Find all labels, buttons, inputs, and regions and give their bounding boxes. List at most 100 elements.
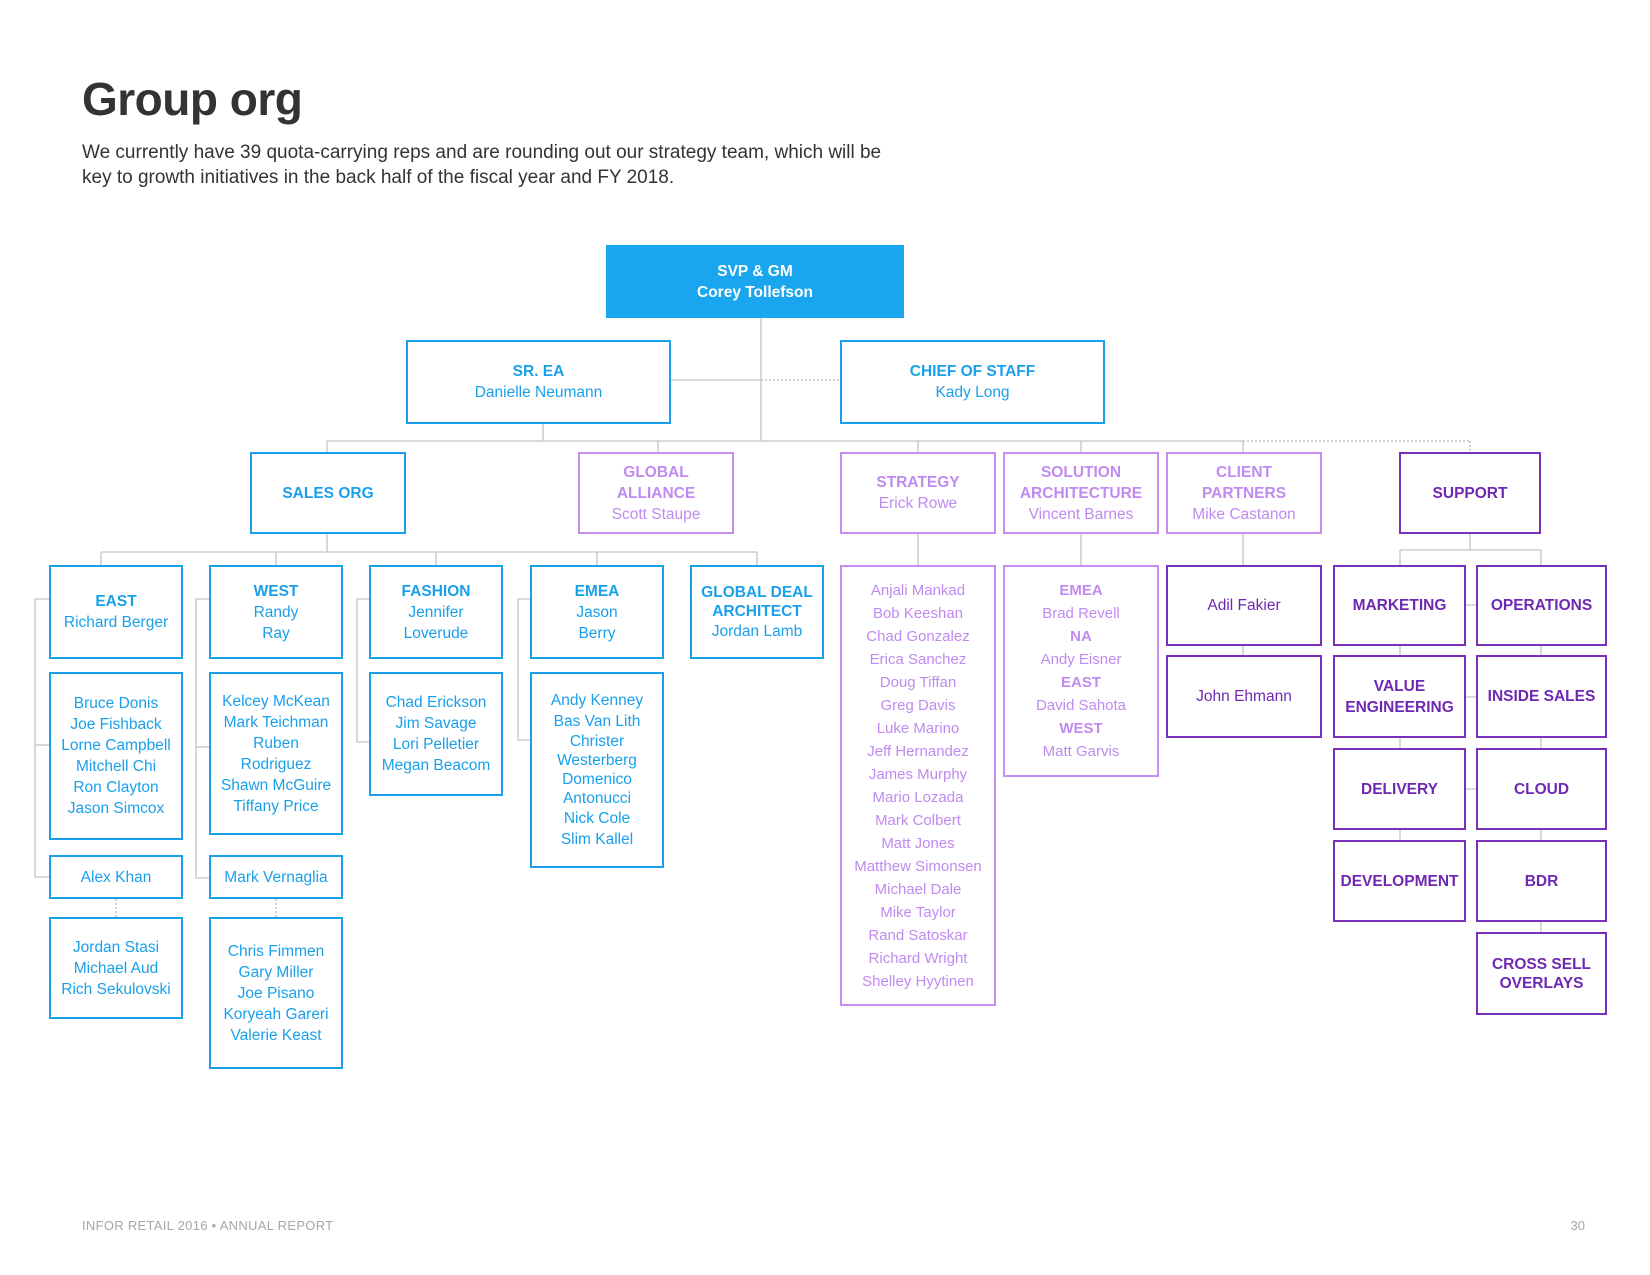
team-member: Antonucci [562, 790, 632, 807]
unit-label: CROSS SELL [1491, 955, 1592, 973]
gda-role-2: ARCHITECT [712, 602, 802, 620]
region-label: EAST [1060, 674, 1101, 691]
client-partner-box: John Ehmann [1166, 655, 1322, 738]
team-member: Michael Dale [874, 880, 962, 898]
region-label: EMEA [1059, 582, 1103, 599]
page-title: Group org [82, 73, 303, 125]
unit-label: INSIDE SALES [1487, 688, 1596, 705]
west-box: WEST Randy Ray [209, 565, 343, 659]
team-member: Brad Revell [1042, 605, 1120, 622]
unit-label: OVERLAYS [1499, 974, 1584, 992]
team-member: Nick Cole [563, 810, 631, 827]
team-member: Chad Gonzalez [866, 627, 970, 645]
team-member: Rand Satoskar [868, 926, 968, 944]
client-partner-box: Adil Fakier [1166, 565, 1322, 646]
team-member: Andy Kenney [550, 692, 644, 709]
east-sub-lead: Alex Khan [80, 868, 152, 886]
team-member: Lori Pelletier [392, 736, 480, 753]
unit-label: BDR [1524, 872, 1559, 890]
svp-role: SVP & GM [717, 262, 793, 280]
team-member: Mike Taylor [880, 903, 956, 921]
support-box: SUPPORT [1399, 452, 1541, 534]
strategy-role: STRATEGY [876, 474, 960, 491]
solution-architecture-role-2: ARCHITECTURE [1019, 484, 1143, 502]
sr-ea-role: SR. EA [512, 363, 565, 380]
team-member: Chris Fimmen [227, 942, 325, 960]
strategy-name: Erick Rowe [878, 495, 958, 512]
solution-architecture-name: Vincent Barnes [1028, 505, 1134, 523]
team-member: Chad Erickson [385, 694, 487, 711]
team-member: Tiffany Price [233, 797, 319, 815]
east-box: EAST Richard Berger [49, 565, 183, 659]
emea-team-box: Andy Kenney Bas Van Lith Christer Wester… [530, 672, 664, 868]
team-member: Slim Kallel [560, 831, 634, 848]
team-member: Christer [569, 733, 625, 750]
team-member: Richard Wright [868, 949, 968, 967]
unit-label: DELIVERY [1361, 780, 1438, 798]
west-role: WEST [253, 582, 299, 600]
emea-box: EMEA Jason Berry [530, 565, 664, 659]
east-sub-team-box: Jordan Stasi Michael Aud Rich Sekulovski [49, 917, 183, 1019]
global-alliance-role: GLOBAL ALLIANCE [616, 463, 696, 502]
team-member: Mark Teichman [223, 713, 329, 731]
unit-label: DEVELOPMENT [1340, 872, 1459, 890]
client-partners-box: CLIENT PARTNERS Mike Castanon [1166, 452, 1322, 534]
west-team-box: Kelcey McKean Mark Teichman Ruben Rodrig… [209, 672, 343, 835]
team-member: Anjali Mankad [870, 581, 966, 599]
gda-role-1: GLOBAL DEAL [701, 583, 813, 601]
team-member: Shelley Hyytinen [862, 972, 974, 990]
page-number: 30 [1570, 1218, 1585, 1233]
team-member: Jordan Stasi [72, 938, 160, 956]
east-team-box: Bruce Donis Joe Fishback Lorne Campbell … [49, 672, 183, 840]
team-member: Westerberg [557, 752, 637, 769]
team-member: Jeff Hernandez [867, 742, 969, 760]
emea-role: EMEA [574, 582, 620, 600]
footer-report-label: INFOR RETAIL 2016 • ANNUAL REPORT [82, 1218, 334, 1233]
unit-label: ENGINEERING [1345, 698, 1454, 716]
team-member: Matt Jones [881, 834, 955, 852]
team-member: Shawn McGuire [220, 776, 332, 794]
bdr-box: BDR [1476, 840, 1607, 922]
team-member: Rodriguez [240, 755, 312, 773]
team-member: Mark Colbert [875, 811, 961, 829]
team-member: Kelcey McKean [222, 692, 330, 710]
cloud-box: CLOUD [1476, 748, 1607, 830]
team-member: Mario Lozada [872, 788, 964, 806]
team-member: Luke Marino [876, 719, 960, 737]
team-member: Bas Van Lith [553, 713, 641, 730]
solution-architecture-team-box: EMEA Brad Revell NA Andy Eisner EAST Dav… [1003, 565, 1159, 777]
team-member: Bruce Donis [73, 695, 159, 712]
sr-ea-name: Danielle Neumann [474, 384, 603, 401]
fashion-box: FASHION Jennifer Loverude [369, 565, 503, 659]
marketing-box: MARKETING [1333, 565, 1466, 646]
value-engineering-box: VALUE ENGINEERING [1333, 655, 1466, 738]
team-member: Ron Clayton [73, 779, 159, 796]
emea-name-2: Berry [578, 624, 616, 642]
team-member: Koryeah Gareri [223, 1005, 329, 1023]
east-sub-lead-box: Alex Khan [49, 855, 183, 899]
sr-ea-box: SR. EA Danielle Neumann [406, 340, 671, 424]
team-member: Rich Sekulovski [61, 980, 171, 998]
strategy-box: STRATEGY Erick Rowe [840, 452, 996, 534]
team-member: Michael Aud [73, 959, 159, 977]
global-deal-architect-box: GLOBAL DEAL ARCHITECT Jordan Lamb [690, 565, 824, 659]
east-name: Richard Berger [63, 614, 169, 631]
sales-org-box: SALES ORG [250, 452, 406, 534]
team-member: Joe Fishback [70, 716, 162, 733]
west-name-2: Ray [262, 624, 290, 642]
svp-gm-box: SVP & GM Corey Tollefson [606, 245, 904, 318]
client-partners-role: CLIENT PARTNERS [1201, 463, 1287, 502]
team-member: Bob Keeshan [872, 604, 964, 622]
team-member: Joe Pisano [237, 984, 315, 1002]
east-role: EAST [95, 593, 137, 610]
team-member: Jason Simcox [67, 800, 165, 817]
client-partners-name: Mike Castanon [1192, 505, 1296, 523]
strategy-team-box: Anjali Mankad Bob Keeshan Chad Gonzalez … [840, 565, 996, 1006]
global-alliance-name: Scott Staupe [611, 505, 701, 523]
chief-of-staff-box: CHIEF OF STAFF Kady Long [840, 340, 1105, 424]
sales-org-role: SALES ORG [282, 484, 374, 502]
unit-label: MARKETING [1352, 597, 1447, 614]
inside-sales-box: INSIDE SALES [1476, 655, 1607, 738]
west-name-1: Randy [253, 603, 299, 621]
team-member: Domenico [562, 771, 632, 788]
